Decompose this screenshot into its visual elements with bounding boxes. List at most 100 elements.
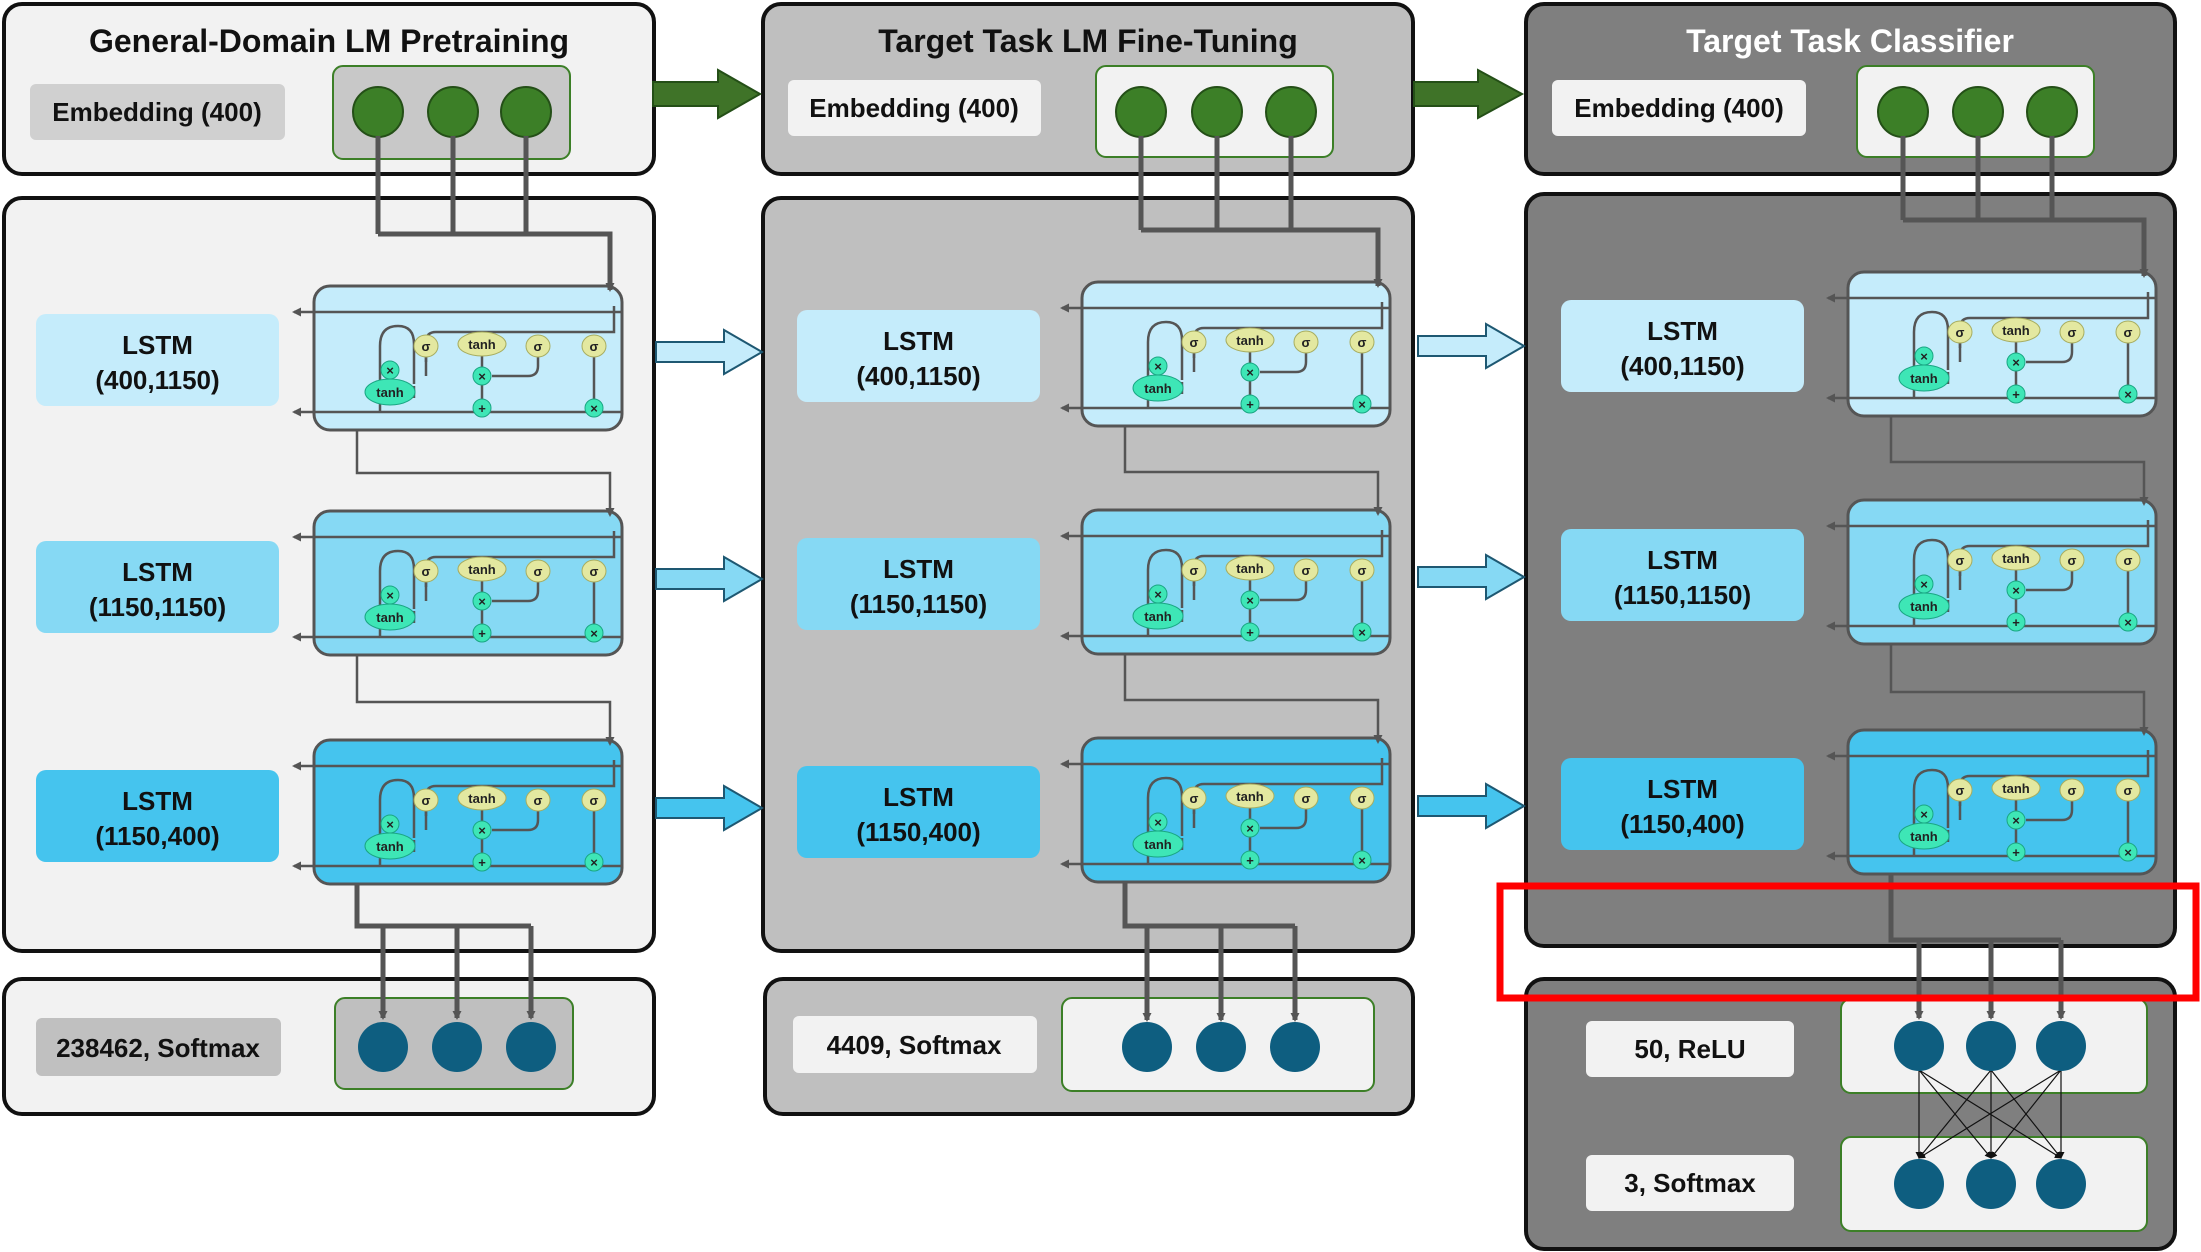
sigma-symbol: σ: [1358, 335, 1367, 350]
op-symbol: ×: [478, 369, 486, 384]
embedding-label-box: [1552, 80, 1806, 136]
pointwise-op-icon: [2006, 810, 2026, 830]
tanh-symbol: tanh: [2002, 551, 2030, 566]
op-symbol: ×: [590, 626, 598, 641]
sigma-gate-icon: [1293, 786, 1319, 810]
op-symbol: ×: [2012, 813, 2020, 828]
lstm-label-line1: LSTM: [1647, 316, 1718, 346]
lstm-label-box: [1561, 758, 1804, 850]
sigma-gate-icon: [1947, 320, 1973, 344]
sigma-gate-icon: [1293, 330, 1319, 354]
lstm-label-line1: LSTM: [883, 326, 954, 356]
pointwise-op-icon: [2006, 384, 2026, 404]
embedding-node-icon: [1952, 86, 2004, 138]
op-symbol: +: [2012, 387, 2020, 402]
tanh-op-icon: [364, 832, 416, 860]
sigma-symbol: σ: [1956, 325, 1965, 340]
op-symbol: ×: [1154, 587, 1162, 602]
embedding-node-icon: [1115, 86, 1167, 138]
lstm-label-line2: (1150,400): [856, 817, 980, 847]
lstm-label-box: [36, 541, 279, 633]
sigma-gate-icon: [1181, 786, 1207, 810]
column-title: General-Domain LM Pretraining: [89, 23, 569, 59]
output-label-box: [793, 1016, 1037, 1073]
sigma-symbol: σ: [534, 793, 543, 808]
pointwise-op-icon: [1240, 818, 1260, 838]
transfer-arrow-icon: [652, 68, 763, 120]
op-symbol: ×: [2012, 583, 2020, 598]
embedding-label-box: [788, 80, 1041, 136]
lstm-label-box: [1561, 300, 1804, 392]
tanh-symbol: tanh: [1910, 599, 1938, 614]
tanh-gate-icon: [457, 785, 507, 811]
pointwise-op-icon: [1240, 850, 1260, 870]
tanh-gate-icon: [457, 556, 507, 582]
embedding-node-icon: [427, 86, 479, 138]
tanh-gate-icon: [1225, 783, 1275, 809]
op-symbol: ×: [1920, 577, 1928, 592]
tanh-symbol: tanh: [468, 337, 496, 352]
sigma-gate-icon: [1293, 558, 1319, 582]
pointwise-op-icon: [472, 623, 492, 643]
transfer-arrow-icon: [655, 328, 764, 376]
sigma-symbol: σ: [1358, 563, 1367, 578]
tanh-symbol: tanh: [468, 791, 496, 806]
lstm-label-line2: (1150,1150): [89, 592, 226, 622]
lstm-label-line1: LSTM: [122, 786, 193, 816]
tanh-op-icon: [1898, 592, 1950, 620]
sigma-symbol: σ: [1956, 783, 1965, 798]
lstm-label-line1: LSTM: [883, 554, 954, 584]
lstm-label-box: [797, 310, 1040, 402]
sigma-symbol: σ: [2068, 783, 2077, 798]
embedding-node-icon: [1265, 86, 1317, 138]
pointwise-op-icon: [2118, 842, 2138, 862]
lstm-label-line1: LSTM: [1647, 545, 1718, 575]
tanh-symbol: tanh: [376, 839, 404, 854]
sigma-symbol: σ: [534, 339, 543, 354]
tanh-symbol: tanh: [1236, 789, 1264, 804]
lstm-label-line2: (400,1150): [856, 361, 980, 391]
lstm-label-line1: LSTM: [122, 330, 193, 360]
lstm-label-box: [797, 538, 1040, 630]
lstm-label-box: [797, 766, 1040, 858]
tanh-op-icon: [1898, 364, 1950, 392]
pointwise-op-icon: [1352, 850, 1372, 870]
sigma-symbol: σ: [1190, 791, 1199, 806]
op-symbol: +: [478, 855, 486, 870]
embedding-node-icon: [1191, 86, 1243, 138]
pointwise-op-icon: [2006, 580, 2026, 600]
output-node-icon: [1196, 1022, 1246, 1072]
sigma-gate-icon: [1349, 558, 1375, 582]
embedding-label: Embedding (400): [52, 97, 261, 127]
tanh-gate-icon: [1225, 555, 1275, 581]
pointwise-op-icon: [1240, 394, 1260, 414]
op-symbol: +: [2012, 845, 2020, 860]
lstm-label-line1: LSTM: [1647, 774, 1718, 804]
hidden-node-icon: [2036, 1021, 2086, 1071]
dense-connections: [1915, 1069, 2065, 1159]
pointwise-op-icon: [2118, 384, 2138, 404]
output-label: 3, Softmax: [1624, 1168, 1756, 1198]
sigma-gate-icon: [1349, 330, 1375, 354]
connector-layer: [354, 136, 2149, 1022]
lstm-label-box: [1561, 529, 1804, 621]
sigma-gate-icon: [525, 559, 551, 583]
sigma-gate-icon: [1349, 786, 1375, 810]
op-symbol: ×: [590, 855, 598, 870]
tanh-symbol: tanh: [1144, 837, 1172, 852]
op-symbol: ×: [386, 817, 394, 832]
output-node-icon: [2036, 1159, 2086, 1209]
transfer-arrow-icon: [1417, 322, 1526, 370]
pointwise-op-icon: [2006, 612, 2026, 632]
tanh-symbol: tanh: [1236, 333, 1264, 348]
sigma-gate-icon: [581, 559, 607, 583]
sigma-gate-icon: [525, 788, 551, 812]
sigma-gate-icon: [2059, 548, 2085, 572]
sigma-gate-icon: [413, 334, 439, 358]
pointwise-op-icon: [1240, 362, 1260, 382]
